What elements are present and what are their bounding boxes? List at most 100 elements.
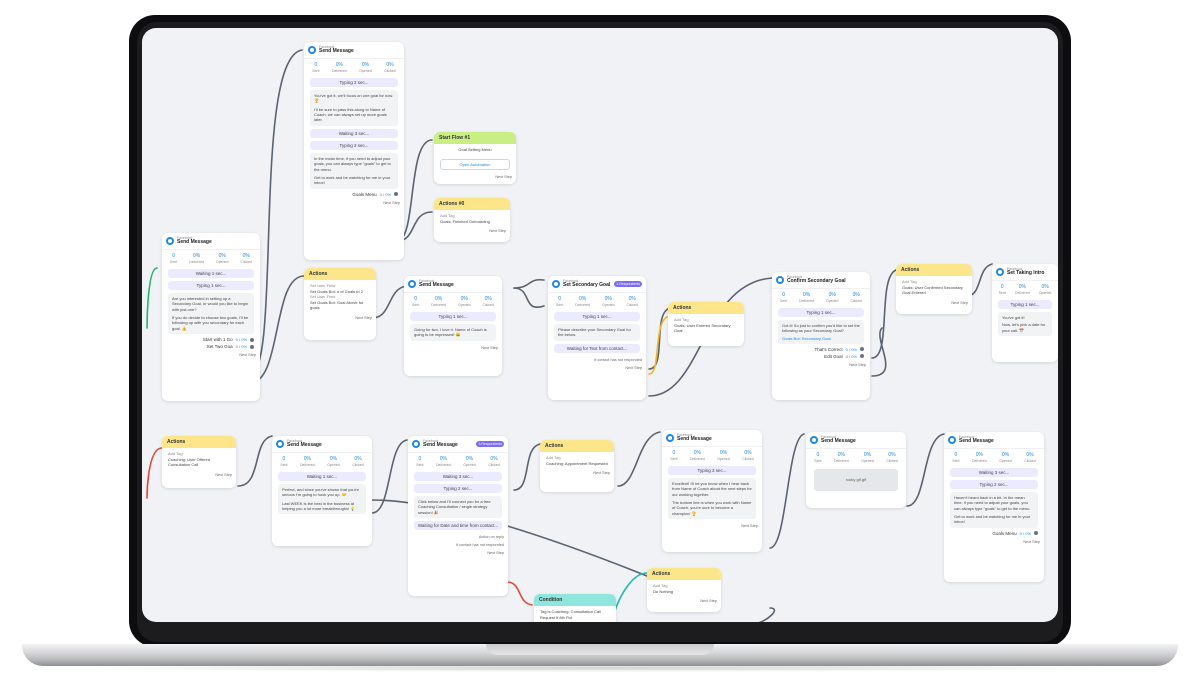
next-step[interactable]: Next Step (495, 174, 512, 179)
stat-label: Sent (170, 259, 178, 264)
next-step[interactable]: Next Step (951, 300, 968, 305)
stat-value: 0% (693, 449, 701, 456)
actions-node-secondary[interactable]: Actions Add Tag Goals: User Entered Seco… (668, 302, 744, 346)
wire (237, 435, 273, 487)
node-title: Set Secondary Goal (563, 282, 611, 289)
message-line: Got it! So just to confirm you'd like to… (782, 322, 860, 334)
no-response-branch[interactable]: If contact has not responded (456, 542, 504, 547)
wire (506, 581, 533, 606)
stat-label: Clicked (352, 462, 364, 467)
stat-label: Clicked (240, 259, 252, 264)
stat-value: 0% (975, 451, 983, 458)
node-title: Send Message (821, 438, 856, 445)
messenger-icon (276, 439, 284, 448)
quick-reply-button[interactable]: Goals Menu 0 / 0% (950, 531, 1038, 536)
actions-node-do-nothing[interactable]: Actions Add Tag Do Nothing Next Step (647, 568, 721, 612)
action-type: Add Tag (546, 455, 561, 460)
next-step[interactable]: Next Step (593, 471, 610, 476)
stat-label: Clicked (488, 462, 500, 467)
flow-label: Goal Setting Menu (458, 147, 492, 152)
node-title: Send Message (677, 436, 712, 443)
stat-label: Delivered (833, 458, 849, 463)
node-title: Confirm Secondary Goal (787, 278, 846, 285)
quick-reply-button[interactable]: Set Two Goa 0 / 0% (168, 344, 254, 349)
open-automation-button[interactable]: Open Automation (440, 158, 510, 170)
actions-node-confirmed[interactable]: Actions Add Tag Goals: User Confirmed Se… (896, 264, 972, 314)
connector-port[interactable] (1034, 531, 1038, 536)
connector-port[interactable] (250, 337, 254, 342)
respondents-badge: 1 Respondents (614, 280, 642, 287)
action-on-reply[interactable]: Action on reply (478, 534, 504, 539)
message-line: Goals Bot: Secondary Goal (782, 335, 831, 341)
next-step[interactable]: Next Step (625, 365, 642, 370)
quick-reply-button[interactable]: Edit Goal 0 / 0% (778, 354, 864, 359)
node-title: Send Message (959, 438, 994, 445)
no-response-branch[interactable]: If contact has not responded (594, 357, 642, 362)
message-line: Get to work and be watching for me in yo… (954, 513, 1031, 525)
node-title: Actions (647, 568, 721, 580)
message-text: In the mean time, if you need to adjust … (310, 152, 398, 189)
message-node-secondary-goal[interactable]: Facebook Set Secondary Goal 1 Respondent… (548, 276, 646, 400)
waiting-delay: Waiting 3 sec... (950, 467, 1038, 477)
next-step[interactable]: Next Step (481, 345, 498, 350)
connector-port[interactable] (860, 347, 864, 352)
messenger-icon (308, 45, 316, 54)
connector-port[interactable] (394, 192, 398, 197)
next-step[interactable]: Next Step (849, 362, 866, 367)
actions-node-goals[interactable]: Actions Set User Field Set Goals Bot: # … (304, 268, 376, 340)
stat-label: Opened (458, 302, 471, 307)
actions-node-appointment[interactable]: Actions Add Tag Coaching: Appointment Re… (540, 440, 614, 492)
next-step[interactable]: Next Step (383, 200, 400, 205)
next-step[interactable]: Next Step (355, 315, 372, 320)
wire (371, 439, 408, 514)
stat-label: Sent (998, 290, 1006, 295)
node-title: Condition (534, 594, 616, 606)
next-step[interactable]: Next Step (239, 353, 256, 358)
next-step[interactable]: Next Step (741, 524, 758, 529)
quick-reply-button[interactable]: Start with 1 Go 0 / 0% (168, 337, 254, 342)
laptop-shadow (60, 664, 1140, 672)
stat-label: Clicked (850, 298, 862, 303)
message-line: Get to work and be watching for me in yo… (314, 174, 391, 186)
next-step[interactable]: Next Step (487, 550, 504, 555)
next-step[interactable]: Next Step (1023, 539, 1040, 544)
quick-reply-button[interactable]: That's Correct 0 / 0% (778, 347, 864, 352)
quick-reply-button[interactable]: Goals Menu 0 / 0% (310, 192, 398, 197)
connector-port[interactable] (250, 344, 254, 349)
stat-value: 0% (604, 295, 612, 302)
next-step[interactable]: Next Step (700, 599, 717, 604)
stat-value: 0 (414, 295, 417, 302)
next-step[interactable]: Next Step (215, 472, 232, 477)
actions-node-onboarding[interactable]: Actions #0 Add Tag Goals: Finished Onboa… (434, 198, 510, 242)
wire (617, 431, 661, 487)
stat-label: Delivered (331, 68, 347, 73)
action-value: Goals: User Confirmed Secondary Goal Ent… (902, 284, 963, 296)
stat-value: 0 (418, 455, 422, 462)
start-flow-node[interactable]: Start Flow #1 Goal Setting Menu Open Aut… (434, 132, 516, 184)
wire (513, 278, 545, 289)
message-line: Perfect, and since you've shown that you… (282, 486, 359, 498)
actions-node-consultation[interactable]: Actions Add Tag Coaching: User Offered C… (162, 436, 236, 488)
next-step[interactable]: Next Step (489, 229, 506, 234)
node-platform: Facebook (423, 439, 439, 443)
message-line: Last WEEK is the best in the business at… (282, 500, 356, 511)
connector-port[interactable] (860, 354, 864, 359)
button-pct: 0 / 0% (235, 344, 247, 350)
condition-node[interactable]: Condition Tag is Coaching: Consultation … (534, 594, 616, 622)
